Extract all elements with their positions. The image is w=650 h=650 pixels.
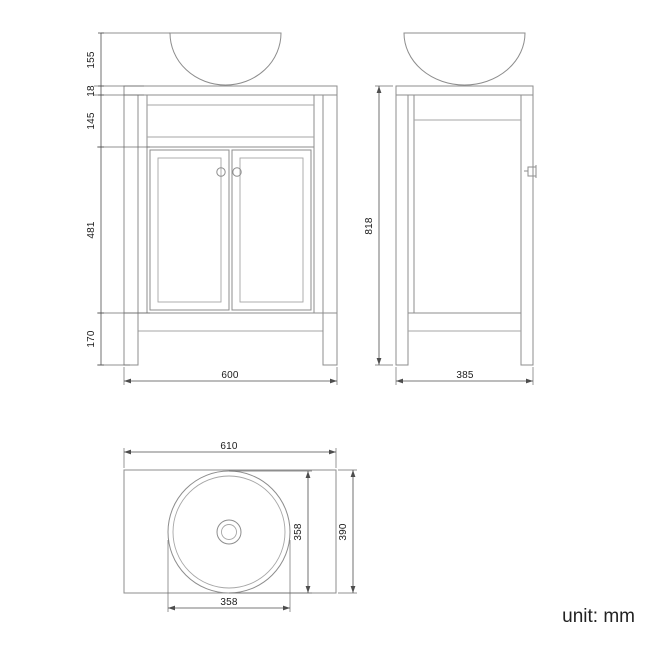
side-panel — [414, 95, 521, 313]
front-bottom-rail — [138, 313, 323, 331]
dim-label-front-overall-width: 600 — [221, 370, 239, 381]
dim-label-top-basin-diameter-h: 358 — [220, 597, 238, 608]
front-apron — [147, 95, 314, 147]
front-countertop — [124, 86, 337, 95]
front-right-side-panel — [323, 95, 337, 313]
front-dimension-lines — [94, 32, 338, 385]
dim-label-front-counter-thickness: 18 — [86, 85, 97, 97]
front-cabinet-body — [147, 147, 314, 313]
side-basin-bowl — [404, 33, 525, 85]
side-rear-post — [396, 95, 408, 365]
top-drain-inner-circle — [221, 524, 237, 540]
top-basin-outer-circle — [168, 471, 290, 593]
front-left-leg — [124, 313, 138, 365]
dim-label-front-basin-height: 155 — [86, 51, 97, 69]
top-basin-inner-circle — [172, 475, 286, 589]
unit-note-label: unit: mm — [562, 606, 635, 627]
front-right-door-knob-icon — [233, 168, 241, 176]
side-front-post — [521, 95, 533, 365]
side-view: 818 385 — [364, 33, 536, 385]
dim-label-top-basin-diameter-v: 358 — [293, 523, 304, 541]
dim-label-front-leg-height: 170 — [86, 330, 97, 348]
dim-label-side-overall-height: 818 — [364, 217, 375, 235]
top-dimension-lines — [123, 448, 357, 612]
front-left-door — [150, 150, 229, 310]
front-right-door — [232, 150, 311, 310]
side-door-knob-icon — [524, 165, 536, 178]
dim-label-front-door-height: 481 — [86, 221, 97, 239]
top-drain-outer-circle — [217, 520, 241, 544]
side-countertop — [396, 86, 533, 95]
front-left-side-panel — [124, 95, 138, 313]
side-bottom-rail — [408, 313, 521, 331]
dim-label-top-counter-width: 610 — [220, 441, 238, 452]
dim-label-front-apron-height: 145 — [86, 112, 97, 130]
dim-label-side-overall-depth: 385 — [456, 370, 474, 381]
front-view: 155 18 145 481 170 600 — [86, 33, 337, 385]
front-left-door-knob-icon — [217, 168, 225, 176]
side-dimension-lines — [375, 85, 534, 385]
top-countertop-outline — [124, 470, 336, 593]
front-right-leg — [323, 313, 337, 365]
dim-label-top-counter-depth: 390 — [338, 523, 349, 541]
front-basin-bowl — [170, 33, 281, 85]
top-view: 610 390 358 358 — [124, 441, 357, 612]
